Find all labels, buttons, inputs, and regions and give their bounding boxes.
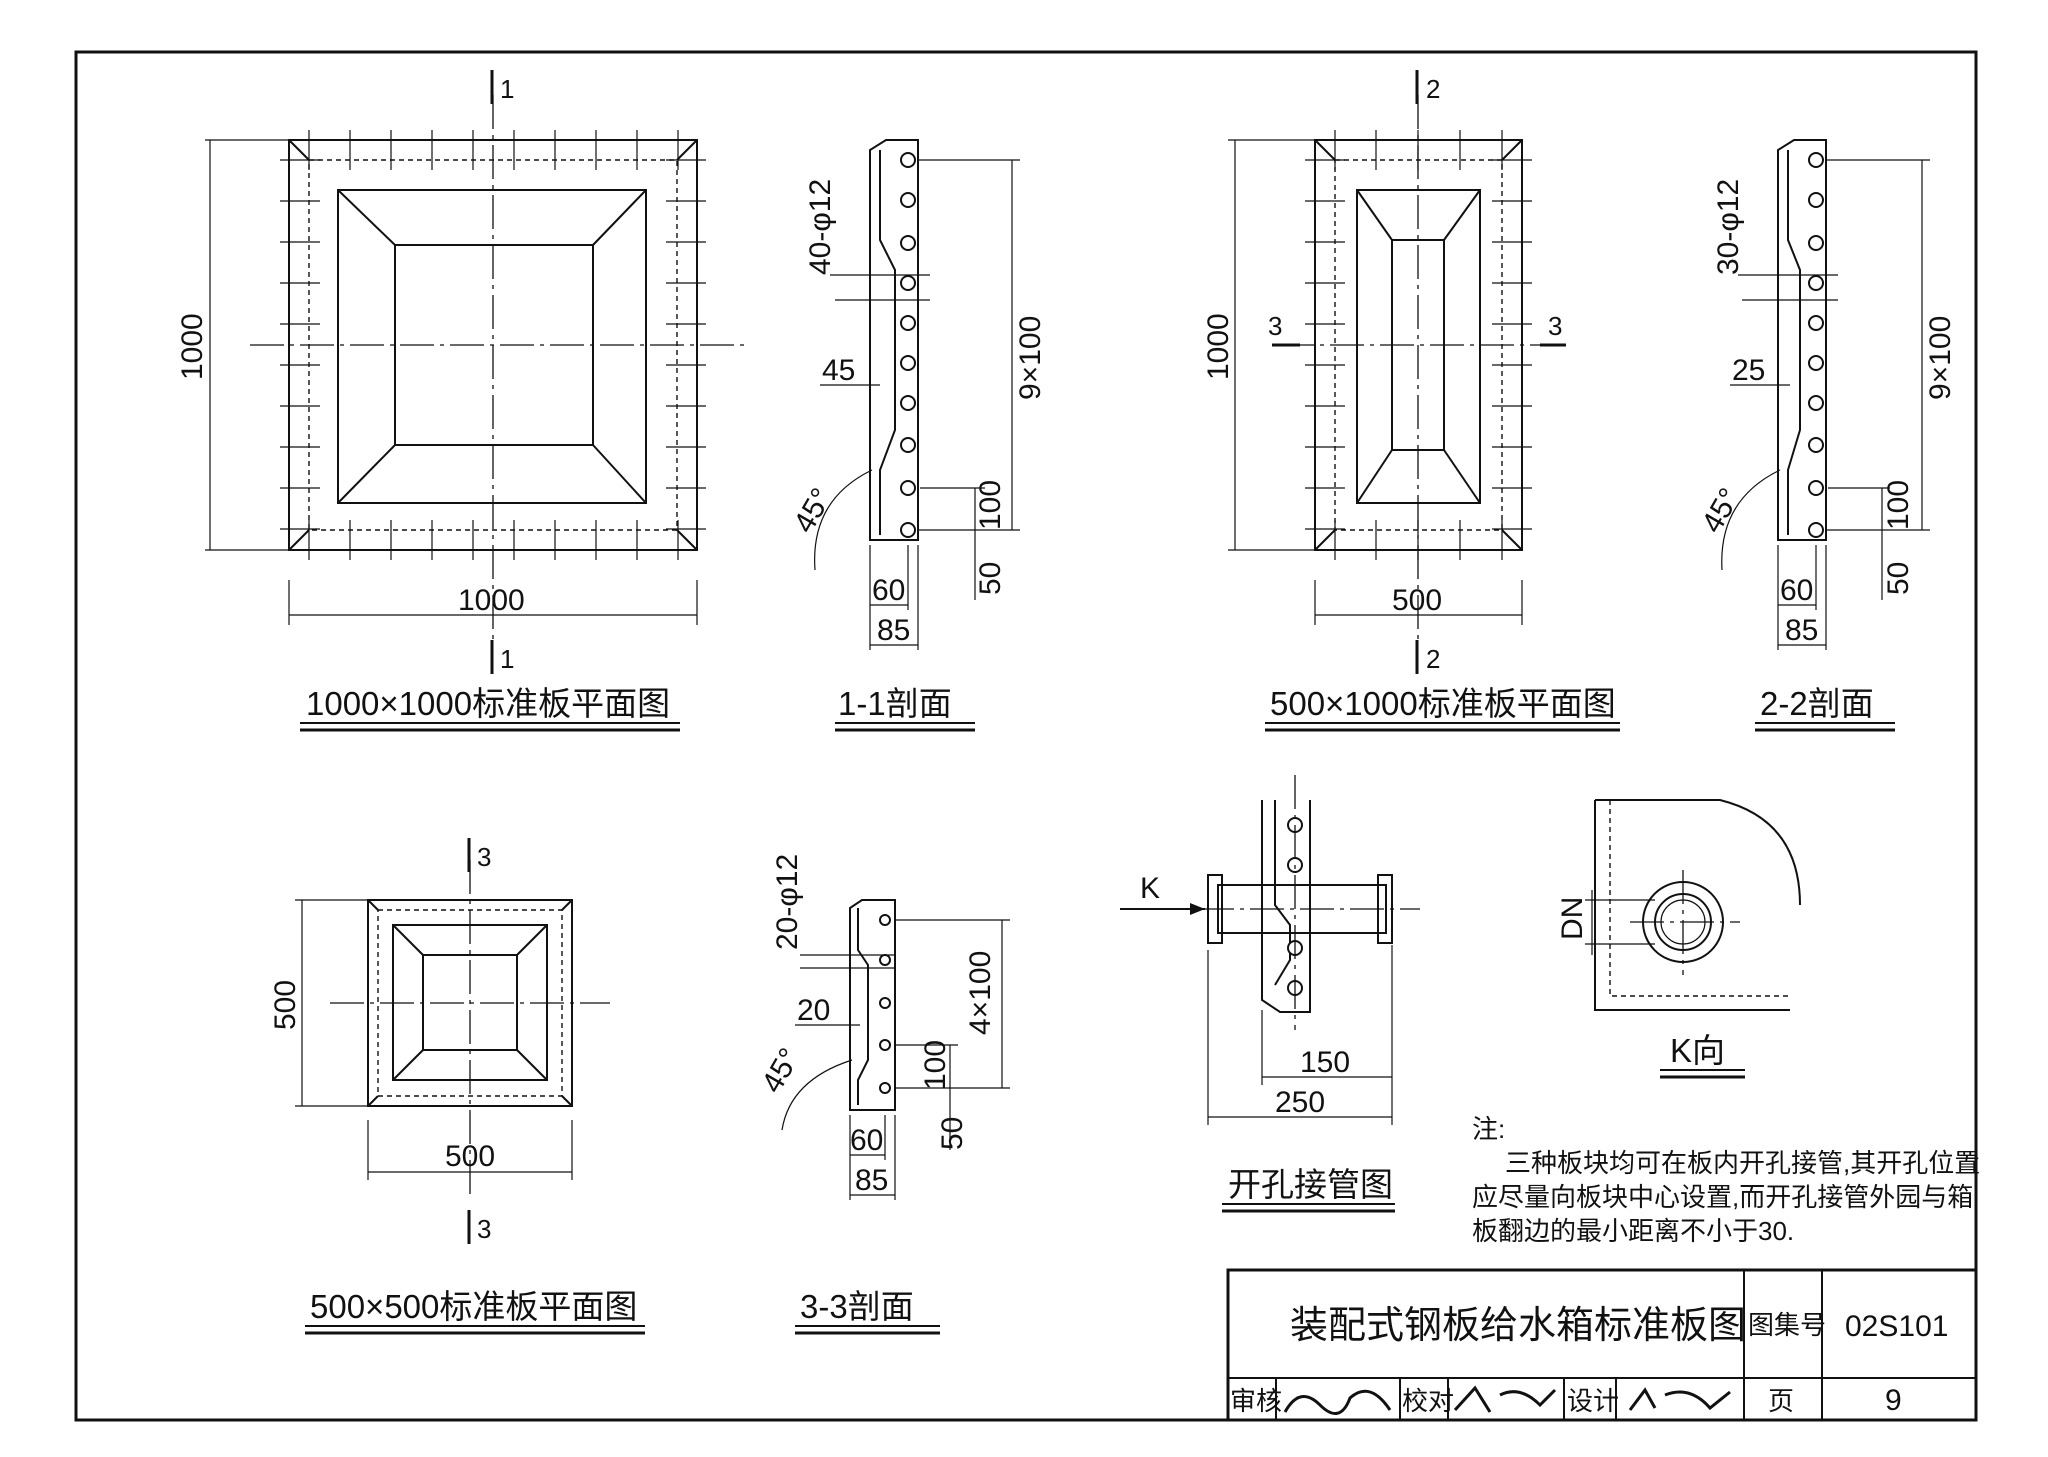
dim-50: 50 <box>974 562 1007 595</box>
section-profile <box>849 899 896 1111</box>
title-block: 装配式钢板给水箱标准板图 图集号 02S101 审核 校对 设计 页 9 <box>1226 1268 1978 1422</box>
plan-500x1000: 2 2 3 3 500 1000 500×1000标准板平面图 <box>1202 70 1620 732</box>
detail-title: 开孔接管图 <box>1228 1166 1393 1203</box>
plan-500x500: 3 3 500 500 500×500标准板平面图 <box>269 838 645 1335</box>
check-label: 校对 <box>1402 1386 1454 1416</box>
design-signature <box>1628 1387 1731 1411</box>
dim-150: 150 <box>1300 1046 1350 1079</box>
page-label: 页 <box>1768 1386 1794 1416</box>
dim-100: 100 <box>974 480 1007 530</box>
bolt-holes <box>900 152 916 538</box>
plan-1000x1000: 1 1 1000 1000 1000×1000标准板平面图 <box>176 70 750 732</box>
holes-label: 20-φ12 <box>771 854 804 950</box>
dim-85: 85 <box>877 614 910 647</box>
review-signature <box>1283 1389 1392 1415</box>
notes-line-1: 三种板块均可在板内开孔接管,其开孔位置 <box>1505 1148 1980 1178</box>
plan-title: 1000×1000标准板平面图 <box>306 685 670 722</box>
dim-50: 50 <box>936 1117 969 1150</box>
angle-label: 45° <box>1695 483 1746 539</box>
section-1-1: 9×100 40-φ12 45 45° 100 50 60 85 1-1剖面 <box>787 139 1047 732</box>
review-label: 审核 <box>1230 1386 1282 1416</box>
dim-60: 60 <box>1780 574 1813 607</box>
dim-45: 45 <box>822 354 855 387</box>
section-mark-top: 1 <box>500 74 514 104</box>
drawing-title: 装配式钢板给水箱标准板图 <box>1290 1305 1746 1347</box>
dim-pitch: 9×100 <box>1014 316 1047 400</box>
angle-label: 45° <box>787 483 838 539</box>
section-profile <box>869 139 919 541</box>
section-3-3: 4×100 20-φ12 20 45° 100 50 60 85 3-3剖面 <box>755 854 1010 1335</box>
bolt-holes <box>1808 152 1824 538</box>
check-signature <box>1453 1385 1557 1413</box>
dim-85: 85 <box>1785 614 1818 647</box>
dim-25: 25 <box>1732 354 1765 387</box>
section-mark-top: 3 <box>477 842 491 872</box>
dim-height: 1000 <box>1202 313 1235 380</box>
plate-inner-dome <box>337 189 647 504</box>
design-label: 设计 <box>1567 1386 1619 1416</box>
atlas-label: 图集号 <box>1748 1310 1826 1340</box>
dim-85: 85 <box>855 1164 888 1197</box>
dim-250: 250 <box>1275 1086 1325 1119</box>
section-title: 1-1剖面 <box>838 685 952 722</box>
plan-title: 500×500标准板平面图 <box>310 1288 637 1325</box>
dim-width: 500 <box>445 1140 495 1173</box>
dim-100: 100 <box>919 1040 952 1090</box>
plan-title: 500×1000标准板平面图 <box>1270 685 1616 722</box>
section-title: 2-2剖面 <box>1760 685 1874 722</box>
k-arrow-label: K <box>1140 872 1160 905</box>
bolt-holes <box>879 914 891 1094</box>
dim-width: 500 <box>1392 584 1442 617</box>
section-mark-top: 2 <box>1426 74 1440 104</box>
dim-50: 50 <box>1882 562 1915 595</box>
cut-mark-right: 3 <box>1548 311 1562 341</box>
view-title: K向 <box>1670 1032 1725 1069</box>
dim-pitch: 9×100 <box>1924 316 1957 400</box>
atlas-number: 02S101 <box>1845 1310 1948 1343</box>
angle-label: 45° <box>755 1043 806 1099</box>
notes-heading: 注: <box>1472 1114 1505 1144</box>
notes-line-2: 应尽量向板块中心设置,而开孔接管外园与箱 <box>1472 1182 1973 1212</box>
k-view-outline <box>1594 799 1801 1011</box>
dim-height: 1000 <box>176 313 209 380</box>
pipe-detail: K 150 250 开孔接管图 <box>1120 775 1420 1213</box>
dim-60: 60 <box>850 1124 883 1157</box>
dn-label: DN <box>1556 897 1589 940</box>
dim-60: 60 <box>872 574 905 607</box>
k-view: DN K向 <box>1556 799 1801 1079</box>
dim-width: 1000 <box>458 584 525 617</box>
section-mark-bottom: 1 <box>500 644 514 674</box>
section-mark-bottom: 3 <box>477 1214 491 1244</box>
sheet-border <box>74 50 1978 1422</box>
page-number: 9 <box>1885 1384 1902 1417</box>
dim-100: 100 <box>1882 480 1915 530</box>
notes: 注: 三种板块均可在板内开孔接管,其开孔位置 应尽量向板块中心设置,而开孔接管外… <box>1472 1114 1980 1246</box>
dim-pitch: 4×100 <box>964 951 997 1035</box>
section-2-2: 9×100 30-φ12 25 45° 100 50 60 85 2-2剖面 <box>1695 139 1957 732</box>
section-profile <box>1777 139 1827 541</box>
holes-label: 40-φ12 <box>804 179 837 275</box>
holes-label: 30-φ12 <box>1712 179 1745 275</box>
section-mark-bottom: 2 <box>1426 644 1440 674</box>
section-title: 3-3剖面 <box>800 1288 914 1325</box>
dim-20: 20 <box>797 994 830 1027</box>
dim-height: 500 <box>269 980 302 1030</box>
cut-mark-left: 3 <box>1268 311 1282 341</box>
notes-line-3: 板翻边的最小距离不小于30. <box>1472 1216 1794 1246</box>
